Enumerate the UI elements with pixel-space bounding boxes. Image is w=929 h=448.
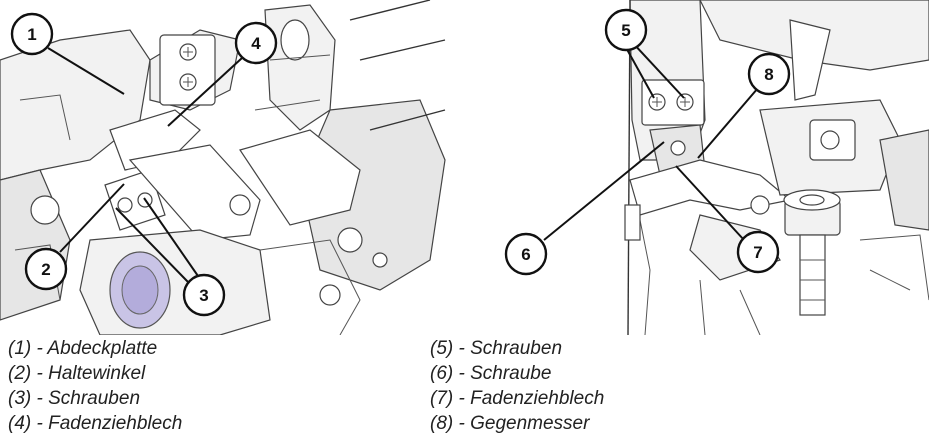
leader-5a <box>623 43 655 99</box>
callout-6: 6 <box>504 232 548 276</box>
legend-item-3: (3) - Schrauben <box>8 388 141 409</box>
svg-text:3: 3 <box>199 286 208 305</box>
callout-8: 8 <box>747 52 791 96</box>
leader-6 <box>543 141 665 241</box>
callout-5: 5 <box>604 8 648 52</box>
leader-2 <box>59 183 125 253</box>
leader-8 <box>697 87 759 159</box>
callout-1: 1 <box>10 12 54 56</box>
leader-3a <box>115 207 189 283</box>
legend-item-1: (1) - Abdeckplatte <box>8 338 158 359</box>
right-panel-drawing <box>624 0 929 335</box>
legend-item-6: (6) - Schraube <box>430 363 552 384</box>
leader-3b <box>143 197 199 277</box>
svg-text:7: 7 <box>753 243 762 262</box>
leader-4 <box>167 57 243 127</box>
legend-left: (1) - Abdeckplatte (2) - Haltewinkel (3)… <box>8 336 418 448</box>
callout-7: 7 <box>736 230 780 274</box>
legend-item-5: (5) - Schrauben <box>430 338 563 359</box>
leader-lines <box>47 41 759 283</box>
legend-right: (5) - Schrauben (6) - Schraube (7) - Fad… <box>430 336 850 448</box>
callout-2: 2 <box>24 247 68 291</box>
left-panel-drawing <box>0 0 446 335</box>
svg-text:5: 5 <box>621 21 630 40</box>
svg-text:1: 1 <box>27 25 36 44</box>
callout-3: 3 <box>182 273 226 317</box>
svg-text:4: 4 <box>251 34 261 53</box>
svg-text:6: 6 <box>521 245 530 264</box>
callout-4: 4 <box>234 21 278 65</box>
leader-5b <box>631 41 685 99</box>
assembly-figure: 1 4 2 3 5 8 6 7 <box>0 0 929 335</box>
leader-1 <box>47 47 125 95</box>
svg-text:2: 2 <box>41 260 50 279</box>
legend-item-7: (7) - Fadenziehblech <box>430 388 605 409</box>
legend-item-2: (2) - Haltewinkel <box>8 363 146 384</box>
legend-item-4: (4) - Fadenziehblech <box>8 413 183 434</box>
svg-text:8: 8 <box>764 65 773 84</box>
legend-item-8: (8) - Gegenmesser <box>430 413 590 434</box>
leader-7 <box>675 165 745 241</box>
